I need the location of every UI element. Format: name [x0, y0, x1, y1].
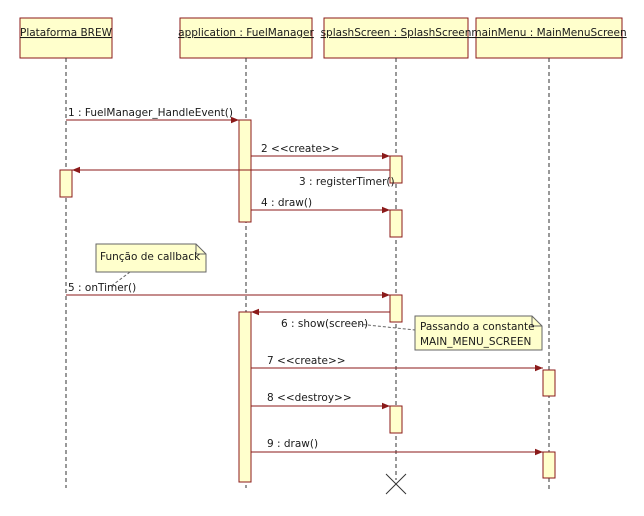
participant-brew-label: Plataforma BREW — [20, 27, 113, 39]
destroy-marker-icon — [385, 473, 407, 495]
message-5-label: 5 : onTimer() — [68, 282, 136, 294]
activation-fuelmanager-2 — [238, 311, 252, 483]
message-6: 6 : show(screen) — [251, 308, 390, 330]
message-2-label: 2 <<create>> — [261, 143, 340, 155]
participant-fuelmanager: application : FuelManager — [178, 17, 315, 59]
activation-splash-4 — [389, 405, 403, 434]
message-6-label: 6 : show(screen) — [281, 318, 368, 330]
participant-splashscreen: splashScreen : SplashScreen — [321, 17, 472, 59]
activation-mainmenu-2 — [542, 451, 556, 479]
note-constant-line2: MAIN_MENU_SCREEN — [420, 336, 531, 348]
activation-fuelmanager-1 — [238, 119, 252, 223]
message-4: 4 : draw() — [251, 197, 390, 214]
activation-brew-1 — [59, 169, 73, 198]
message-3-label: 3 : registerTimer() — [299, 176, 395, 188]
message-7-label: 7 <<create>> — [267, 355, 346, 367]
activation-splash-2 — [389, 209, 403, 238]
message-9-label: 9 : draw() — [267, 438, 318, 450]
message-8: 8 <<destroy>> — [251, 392, 390, 410]
message-1-label: 1 : FuelManager_HandleEvent() — [68, 107, 233, 119]
message-4-label: 4 : draw() — [261, 197, 312, 209]
participant-splashscreen-label: splashScreen : SplashScreen — [321, 27, 472, 39]
message-7: 7 <<create>> — [251, 355, 543, 372]
participant-mainmenu-label: mainMenu : MainMenuScreen — [471, 27, 626, 39]
message-5: 5 : onTimer() — [66, 282, 390, 299]
message-9: 9 : draw() — [251, 438, 543, 456]
message-2: 2 <<create>> — [251, 143, 390, 160]
participant-fuelmanager-label: application : FuelManager — [178, 27, 314, 39]
activation-splash-3 — [389, 294, 403, 323]
note-callback-text: Função de callback — [100, 251, 201, 263]
note-callback-connector — [109, 271, 131, 288]
activation-mainmenu-1 — [542, 369, 556, 397]
participant-brew: Plataforma BREW — [19, 17, 113, 59]
note-constant: Passando a constante MAIN_MENU_SCREEN — [357, 315, 543, 351]
message-3: 3 : registerTimer() — [72, 166, 395, 188]
note-callback: Função de callback — [95, 243, 207, 288]
message-1: 1 : FuelManager_HandleEvent() — [66, 107, 239, 124]
note-constant-line1: Passando a constante — [420, 321, 535, 333]
note-constant-connector — [357, 323, 416, 331]
message-8-label: 8 <<destroy>> — [267, 392, 352, 404]
participant-mainmenu: mainMenu : MainMenuScreen — [471, 17, 627, 59]
